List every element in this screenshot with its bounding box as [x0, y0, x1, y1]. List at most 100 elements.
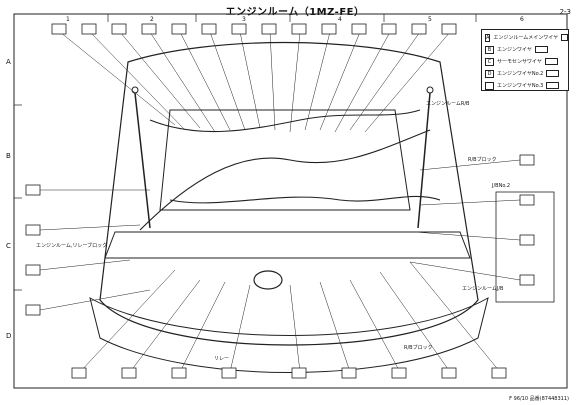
legend-swatch: [544, 58, 558, 65]
connector-icon: [25, 224, 41, 236]
connector-icon: [231, 23, 247, 35]
connector-icon: [291, 367, 307, 379]
connector-icon: [519, 154, 535, 166]
connector-icon: [441, 23, 457, 35]
legend-key: D: [485, 69, 494, 78]
emblem: [253, 270, 283, 290]
leader-line: [414, 231, 521, 241]
leader-line: [334, 31, 391, 133]
leader-line: [239, 31, 261, 129]
connector-icon: [171, 23, 187, 35]
connector-icon: [341, 367, 357, 379]
front-bumper: [89, 296, 489, 373]
leader-line: [409, 261, 521, 281]
grid-row-c: C: [6, 242, 11, 250]
connector-icon: [351, 23, 367, 35]
hood-strut: [417, 92, 431, 229]
grid-column-1: 1: [66, 16, 70, 23]
footer-code: F 96/10 品番(87448311): [509, 396, 569, 402]
junction-no2-label: J/BNo.2: [492, 183, 511, 189]
leader-line: [179, 31, 231, 131]
wire-harness: [149, 109, 421, 133]
fuse-block-label: エンジンルームJ/B: [462, 286, 504, 292]
grid-row-d: D: [6, 332, 12, 340]
connector-icon: [25, 184, 41, 196]
grid-column-2: 2: [150, 16, 154, 23]
connector-icon: [519, 234, 535, 246]
legend-label: サーモセンサワイヤ: [497, 59, 542, 65]
leader-line: [229, 284, 251, 373]
leader-line: [289, 284, 301, 373]
connector-icon: [141, 23, 157, 35]
leader-line: [39, 289, 151, 311]
r-block-label: R/Bブロック: [404, 345, 433, 351]
connector-icon: [491, 367, 507, 379]
connector-icon: [25, 264, 41, 276]
legend-item: エンジンワイヤNo.3: [485, 81, 568, 90]
leader-line: [129, 279, 201, 373]
connector-icon: [519, 274, 535, 286]
legend-label: エンジンワイヤNo.3: [497, 83, 544, 89]
leader-line: [179, 281, 226, 373]
leader-line: [39, 224, 141, 231]
connector-icon: [171, 367, 187, 379]
legend-label: エンジンワイヤ: [497, 47, 532, 53]
leader-line: [209, 31, 246, 131]
connector-icon: [519, 194, 535, 206]
leader-line: [319, 31, 361, 131]
leader-line: [119, 31, 201, 129]
leader-line: [79, 269, 176, 373]
grid-column-5: 5: [428, 16, 432, 23]
legend-key: [485, 81, 494, 90]
connector-icon: [381, 23, 397, 35]
junction-block-icon: [495, 191, 555, 303]
connector-icon: [221, 367, 237, 379]
page-number: 2-3: [559, 8, 571, 16]
grid-row-b: B: [6, 152, 11, 160]
relay-block-label: エンジンルームR/B: [426, 101, 470, 107]
leader-line: [409, 261, 501, 373]
leader-line: [269, 31, 276, 131]
legend-label: エンジンワイヤNo.2: [497, 71, 544, 77]
junction-left-label: エンジンルーム,リレーブロック: [36, 243, 108, 249]
leader-line: [289, 31, 301, 133]
engine-block: [159, 109, 411, 211]
leader-line: [349, 279, 401, 373]
hood-strut-right: [426, 86, 434, 94]
legend-swatch: [546, 70, 560, 77]
legend-key: A: [485, 33, 491, 42]
hood-strut-left: [131, 86, 139, 94]
legend-key: B: [485, 45, 494, 54]
leader-line: [419, 159, 521, 171]
connector-icon: [51, 23, 67, 35]
connector-icon: [71, 367, 87, 379]
grid-column-6: 6: [520, 16, 524, 23]
leader-line: [364, 31, 451, 133]
connector-icon: [201, 23, 217, 35]
legend-label: エンジンルームメインワイヤ: [493, 35, 559, 41]
leader-line: [419, 199, 521, 206]
rb-label: R/Bブロック: [468, 157, 497, 163]
connector-icon: [121, 367, 137, 379]
legend-swatch: [534, 46, 548, 53]
legend-swatch: [561, 34, 568, 41]
leader-line: [304, 31, 331, 131]
radiator-support: [104, 231, 471, 259]
relay-label: リレー: [214, 356, 230, 362]
leader-line: [89, 31, 186, 131]
legend-swatch: [546, 82, 560, 89]
page-border: [13, 13, 568, 389]
legend-key: C: [485, 57, 494, 66]
wire-harness: [169, 195, 441, 204]
grid-row-a: A: [6, 58, 11, 66]
connector-icon: [261, 23, 277, 35]
leader-line: [319, 281, 351, 373]
wire-harness: [139, 129, 431, 231]
leader-line: [379, 271, 451, 373]
leader-line: [39, 259, 131, 271]
